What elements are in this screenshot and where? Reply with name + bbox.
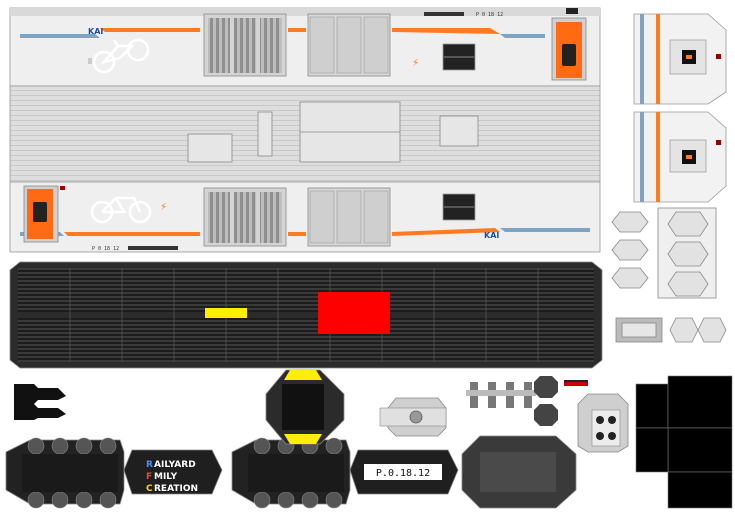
svg-text:C: C [146, 484, 153, 494]
cab-end-top [633, 13, 727, 105]
car-number-plate: P.0.18.12 [376, 468, 430, 479]
svg-text:R: R [146, 460, 153, 470]
roof-red-hatch [318, 292, 390, 334]
headlight-box [577, 393, 629, 453]
gangway-grey-part [379, 397, 447, 437]
car-number-bottom: P 0 18 12 [92, 246, 119, 252]
railyard-family-creation-logo: R AILYARD F MILY C REATION [123, 449, 223, 495]
upper-side-panel: KAI ⚡ P 0 18 12 [9, 7, 601, 87]
louver-group-top [203, 13, 287, 77]
car-number-top: P 0 18 12 [476, 12, 503, 18]
door-block-bottom [307, 187, 391, 247]
end-door-top [551, 8, 587, 81]
svg-text:AILYARD: AILYARD [154, 460, 196, 470]
lower-side-panel: KAI ⚡ P 0 18 12 [9, 181, 601, 253]
end-door-bottom [23, 185, 59, 243]
svg-text:REATION: REATION [154, 484, 198, 494]
number-plate-block: P.0.18.12 [349, 449, 459, 495]
bogie-panel-left [5, 437, 125, 509]
svg-text:MILY: MILY [154, 472, 178, 482]
svg-text:F: F [146, 472, 152, 482]
kai-logo-top: KAI [88, 27, 103, 36]
box-part-grey [461, 435, 577, 509]
bogie-panel-middle [231, 437, 351, 509]
black-cube-net [635, 375, 733, 509]
cab-end-bottom [633, 111, 727, 203]
coupler-parts [14, 384, 66, 420]
roof-panel [9, 261, 603, 369]
end-skirt-part [265, 369, 345, 445]
kai-logo-bottom: KAI [484, 231, 499, 240]
small-brackets [466, 376, 588, 426]
bicycle-icon-lower [90, 196, 152, 224]
louver-group-bottom [203, 187, 287, 247]
bicycle-icon [92, 38, 150, 74]
door-block-top [307, 13, 391, 77]
bolt-icon: ⚡ [412, 58, 419, 69]
floor-panel [9, 85, 601, 183]
gangway-parts [611, 207, 727, 343]
roof-yellow-marker [205, 308, 247, 318]
bolt-icon-lower: ⚡ [160, 202, 167, 213]
